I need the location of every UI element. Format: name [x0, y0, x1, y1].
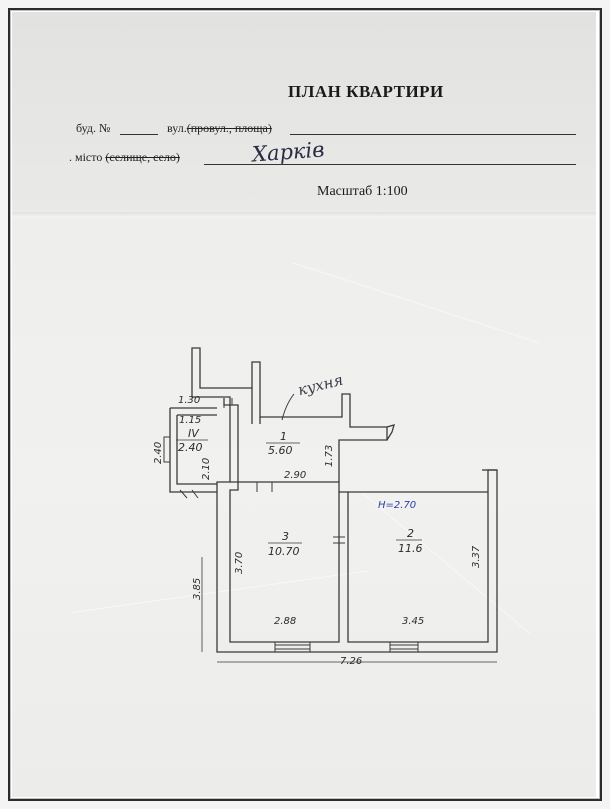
ceiling-height-note: H=2.70 — [378, 500, 416, 511]
room-3-number: 3 — [282, 530, 289, 543]
wall-lower — [216, 469, 498, 653]
dim-2-10: 2.10 — [201, 458, 212, 480]
building-label: буд. № — [76, 121, 110, 136]
room-1-number: 1 — [280, 430, 287, 443]
room-3-area: 10.70 — [268, 545, 300, 558]
room-iv-number: IV — [188, 427, 200, 440]
dim-3-45: 3.45 — [402, 616, 424, 627]
dim-1-30: 1.30 — [178, 395, 200, 406]
dim-3-85: 3.85 — [192, 578, 203, 600]
dim-2-88: 2.88 — [274, 616, 296, 627]
building-number-field — [120, 134, 158, 135]
kitchen-note: кухня — [296, 371, 345, 400]
dim-3-70: 3.70 — [234, 552, 245, 574]
door-room-2 — [333, 536, 345, 544]
street-prefix: вул. — [167, 121, 187, 135]
dim-3-37: 3.37 — [471, 545, 482, 568]
plan-walls — [169, 347, 498, 653]
floor-plan: 1.30 1.15 2.40 2.10 1.73 2.90 3.70 3.85 … — [153, 347, 498, 667]
dim-2-40: 2.40 — [153, 442, 164, 464]
windows — [163, 398, 419, 652]
kitchen-arrow — [281, 393, 295, 421]
room-iv-area: 2.40 — [178, 441, 203, 454]
room-2-number: 2 — [407, 527, 414, 540]
room-2-area: 11.6 — [398, 542, 423, 555]
wall-kitchen — [338, 427, 388, 482]
city-prefix: . місто — [69, 150, 103, 164]
dim-2-90: 2.90 — [284, 470, 306, 481]
building-prefix: буд. № — [76, 121, 111, 135]
wall-room-iv — [169, 407, 217, 493]
window-room-2 — [389, 642, 419, 652]
room-1-area: 5.60 — [268, 444, 293, 457]
wall-upper — [191, 347, 387, 482]
chimney — [223, 398, 233, 408]
dim-1-15: 1.15 — [179, 415, 201, 426]
paper-fold — [12, 212, 596, 218]
kitchen-mark — [386, 424, 395, 441]
dimension-lines — [201, 557, 497, 663]
window-room-3 — [274, 642, 311, 652]
dim-1-73: 1.73 — [324, 445, 335, 467]
wall-middle — [238, 481, 488, 493]
street-field — [290, 134, 576, 135]
page-title: ПЛАН КВАРТИРИ — [288, 82, 444, 101]
dim-7-26: 7.26 — [340, 656, 362, 667]
door-room-iv — [179, 489, 199, 499]
city-strike: (селище, село) — [105, 150, 180, 164]
city-label: . місто (селище, село) — [69, 150, 180, 165]
street-label: вул.(провул., площа) — [167, 121, 272, 136]
document-sheet: ПЛАН КВАРТИРИ буд. № вул.(провул., площа… — [12, 12, 596, 797]
wall-upper-inner — [223, 398, 239, 482]
scale-label: Масштаб 1:100 — [317, 184, 408, 199]
city-field — [204, 164, 576, 165]
wall-stub — [251, 388, 261, 424]
door-room-3 — [256, 482, 273, 492]
street-strike: (провул., площа) — [186, 121, 272, 135]
window-room-iv — [163, 436, 170, 463]
